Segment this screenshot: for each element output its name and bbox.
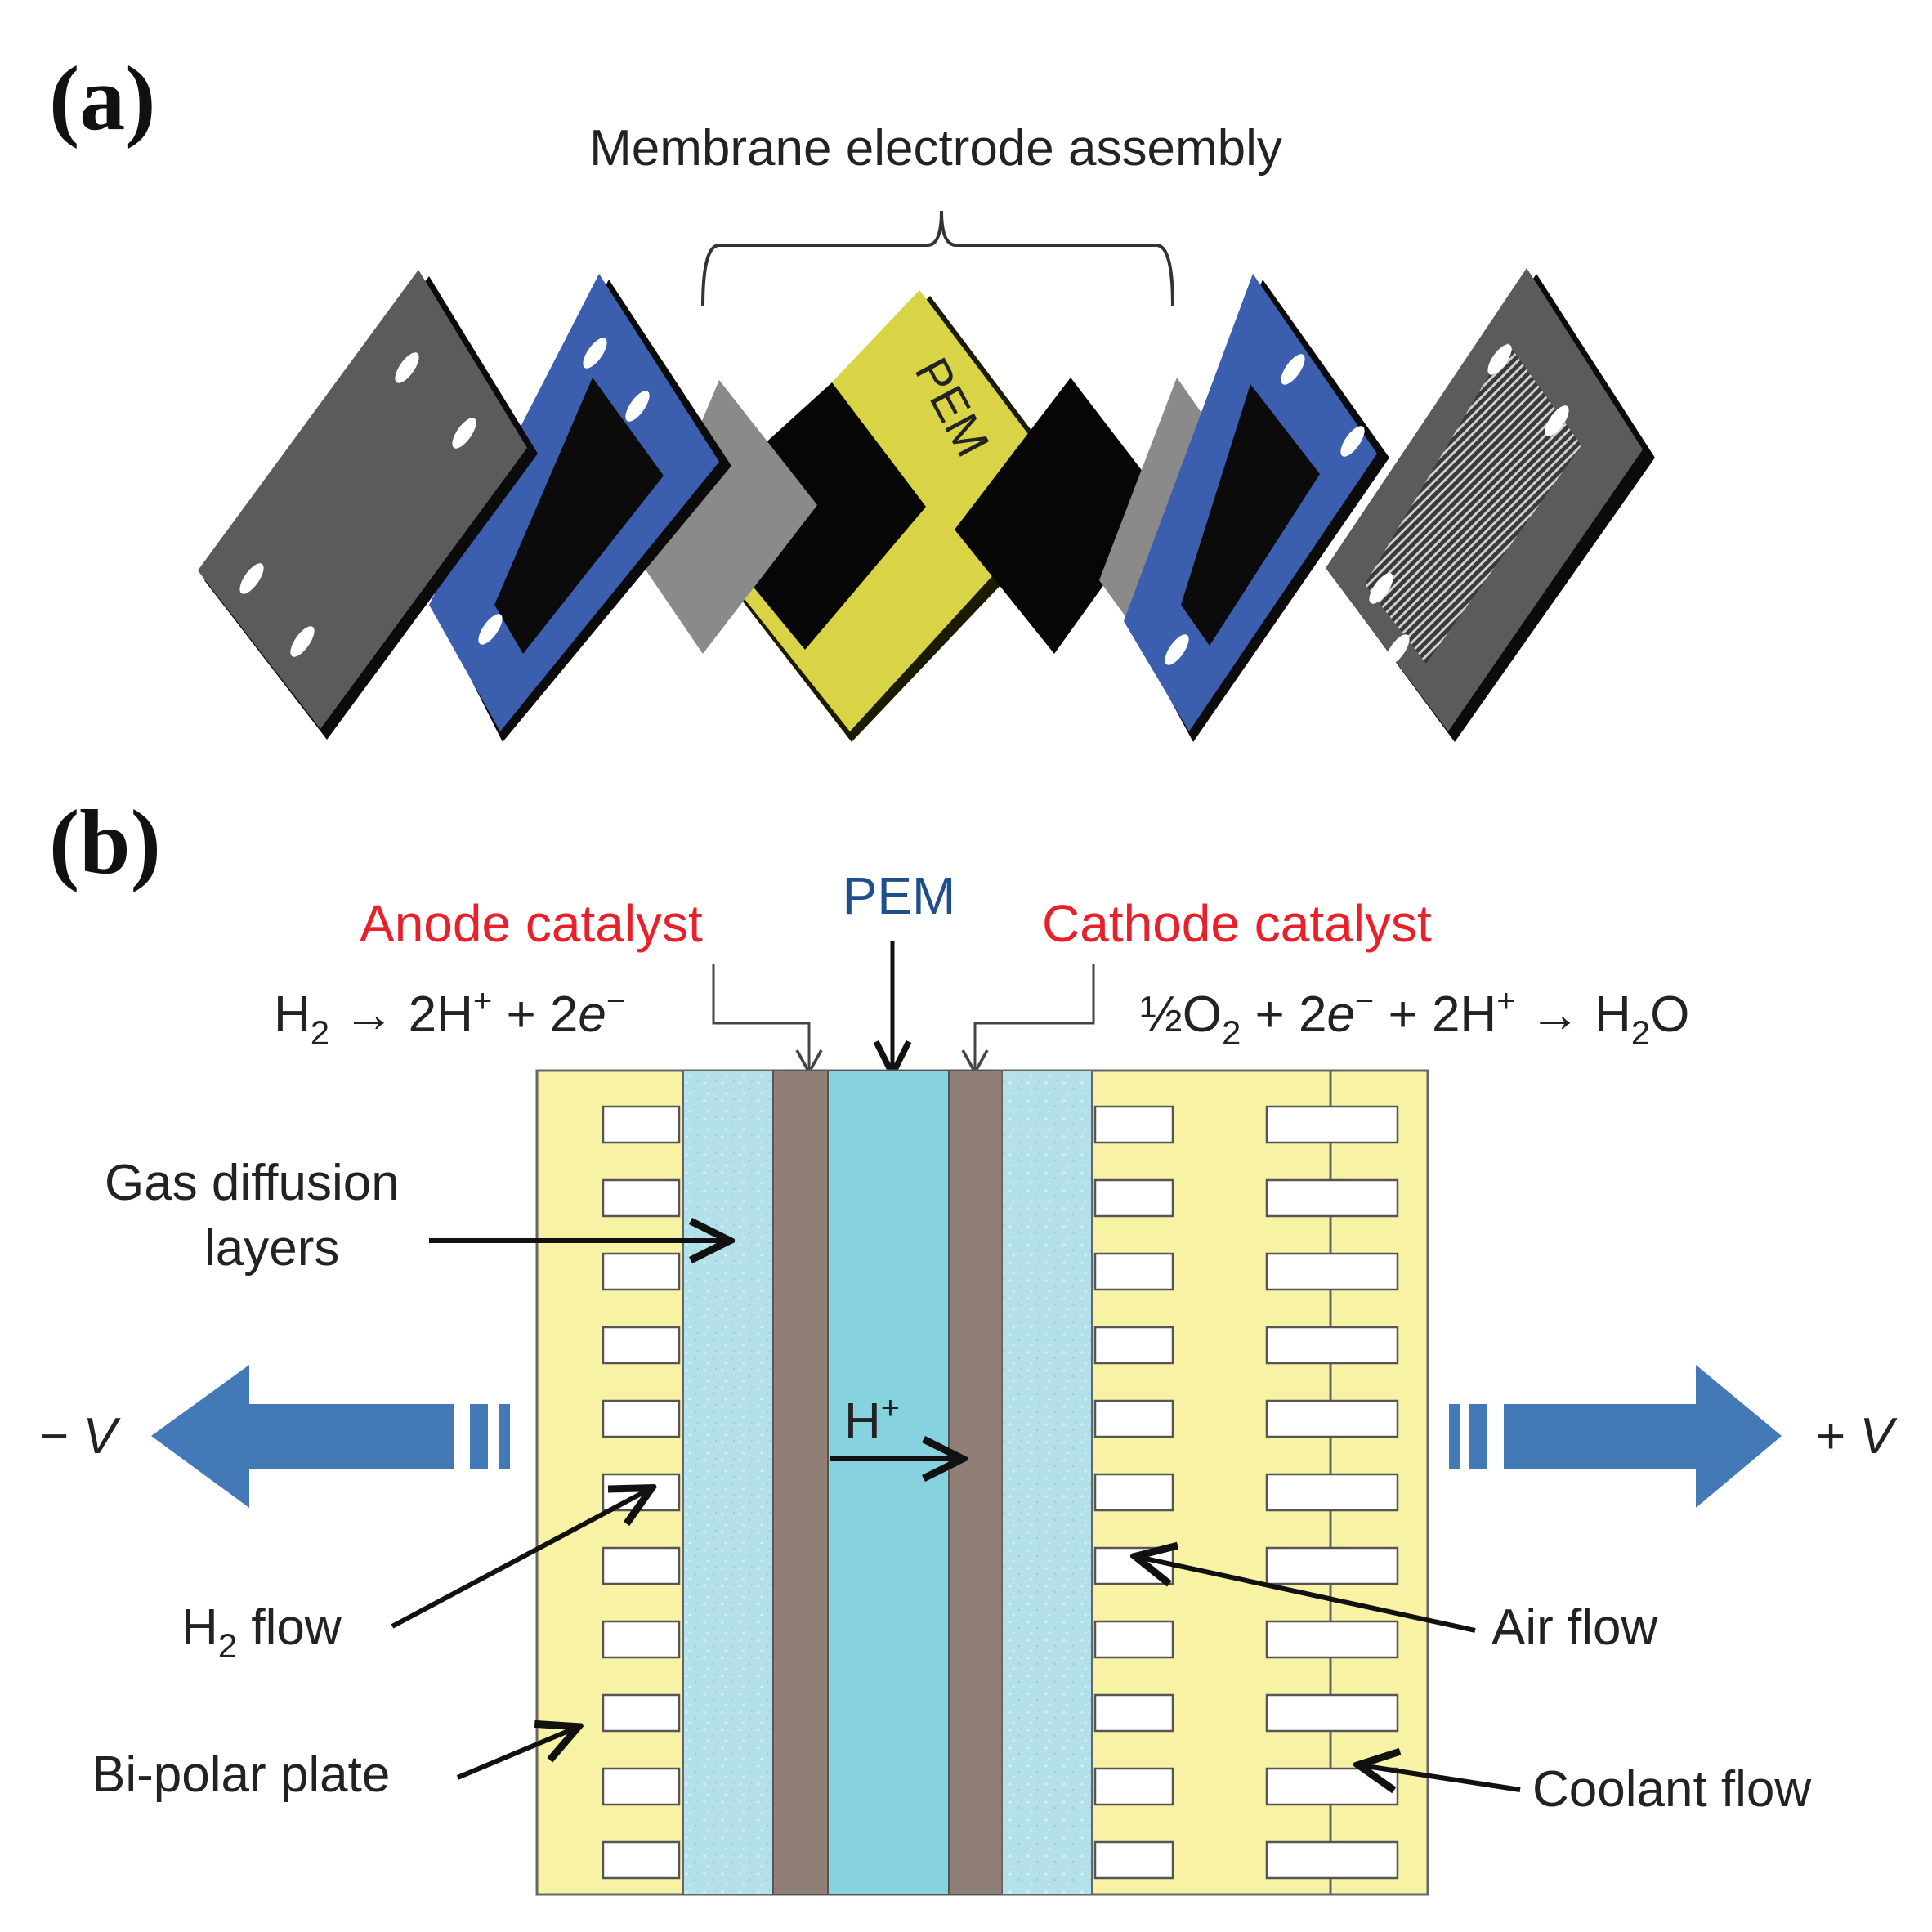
air-channel	[1093, 1473, 1174, 1512]
air-flow-label: Air flow	[1491, 1599, 1657, 1656]
cathode-gdl	[1001, 1070, 1093, 1895]
flow-channels	[602, 1105, 1399, 1880]
air-channel	[1093, 1693, 1174, 1733]
h2-flow-arrow	[391, 1489, 650, 1629]
anode-gdl-layer	[642, 380, 817, 654]
h2-channel	[602, 1840, 681, 1880]
air-channel	[1093, 1178, 1174, 1218]
air-channel	[1093, 1326, 1174, 1365]
cathode-catalyst-layer	[955, 378, 1165, 654]
flow-field-channels	[1365, 343, 1581, 664]
h2-channel	[602, 1178, 681, 1218]
air-channel	[1093, 1546, 1174, 1585]
cathode-end-plate	[1326, 268, 1655, 742]
gas-diffusion-label-2: layers	[204, 1220, 339, 1277]
mea-bracket	[701, 210, 1174, 307]
h2-channel	[602, 1105, 681, 1144]
coolant-channel	[1265, 1105, 1399, 1144]
positive-terminal-label: + V	[1816, 1408, 1898, 1465]
cathode-catalyst-leader	[961, 964, 1095, 1076]
bipolar-plate-label: Bi-polar plate	[92, 1746, 390, 1803]
coolant-channel	[1265, 1473, 1399, 1512]
panel-b-label: (b)	[49, 792, 161, 893]
pem-layer	[827, 1070, 950, 1895]
cathode-gasket	[1124, 274, 1389, 742]
cell-cross-section	[535, 1069, 1429, 1896]
anode-catalyst-label: Anode catalyst	[360, 894, 703, 953]
pem-label-b: PEM	[843, 866, 956, 925]
coolant-channel	[1265, 1178, 1399, 1218]
h2-channel	[602, 1252, 681, 1291]
coolant-channel	[1265, 1399, 1399, 1438]
air-channel	[1093, 1767, 1174, 1806]
h2-channel	[602, 1620, 681, 1659]
h2-channel	[602, 1767, 681, 1806]
anode-gasket	[429, 274, 731, 742]
anode-reaction: H2 → 2H+ + 2e−	[274, 983, 625, 1052]
coolant-flow-label: Coolant flow	[1532, 1761, 1811, 1818]
h2-channel	[602, 1399, 681, 1438]
coolant-channel	[1265, 1840, 1399, 1880]
bipolar-plate-arrow	[456, 1728, 576, 1780]
h2-channel	[602, 1693, 681, 1733]
coolant-flow-arrow	[1361, 1765, 1521, 1790]
negative-terminal-label: − V	[39, 1408, 121, 1465]
air-channel	[1093, 1840, 1174, 1880]
coolant-channel	[1265, 1546, 1399, 1585]
coolant-channel	[1265, 1693, 1399, 1733]
coolant-channel	[1265, 1767, 1399, 1806]
anode-gdl	[682, 1070, 774, 1895]
coolant-channel	[1265, 1326, 1399, 1365]
positive-terminal-arrow	[1449, 1365, 1782, 1508]
proton-label: H+	[844, 1390, 900, 1450]
negative-terminal-arrow	[151, 1365, 510, 1508]
cathode-catalyst-label: Cathode catalyst	[1042, 894, 1432, 953]
anode-end-plate	[198, 270, 538, 740]
coolant-channel	[1265, 1252, 1399, 1291]
anode-catalyst-strip	[772, 1070, 829, 1895]
coolant-channel	[1265, 1620, 1399, 1659]
panel-a-label: (a)	[49, 48, 156, 150]
gas-diffusion-label-1: Gas diffusion	[105, 1155, 400, 1211]
air-channel	[1093, 1252, 1174, 1291]
air-channel	[1093, 1620, 1174, 1659]
h2-channel	[602, 1546, 681, 1585]
mea-label: Membrane electrode assembly	[589, 120, 1282, 177]
air-channel	[1093, 1105, 1174, 1144]
h2-flow-label: H2 flow	[181, 1599, 342, 1665]
anode-catalyst-leader	[712, 964, 823, 1076]
cathode-catalyst-strip	[948, 1070, 1003, 1895]
cathode-reaction: ½O2 + 2e− + 2H+ → H2O	[1140, 983, 1689, 1052]
air-channel	[1093, 1399, 1174, 1438]
air-flow-arrow	[1138, 1557, 1476, 1633]
h2-channel	[602, 1326, 681, 1365]
